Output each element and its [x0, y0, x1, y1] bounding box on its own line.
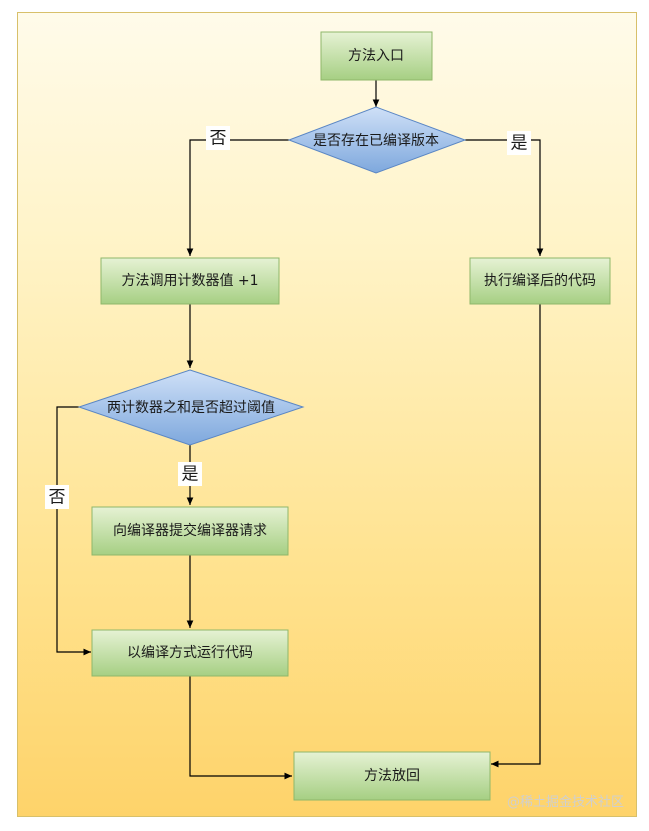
- edge-label-no-1: 否: [206, 126, 230, 150]
- svg-text:是否存在已编译版本: 是否存在已编译版本: [313, 133, 439, 149]
- svg-text:是: 是: [511, 134, 528, 154]
- svg-text:否: 否: [210, 129, 227, 149]
- svg-text:以编译方式运行代码: 以编译方式运行代码: [127, 645, 253, 661]
- edge-check-no: [186, 139, 289, 256]
- svg-text:两计数器之和是否超过阈值: 两计数器之和是否超过阈值: [107, 400, 275, 416]
- watermark-text: @稀土掘金技术社区: [507, 794, 624, 810]
- svg-text:是: 是: [182, 465, 199, 485]
- svg-text:方法放回: 方法放回: [364, 768, 420, 784]
- edge-compiled-to-return: [491, 304, 541, 768]
- edge-threshold-no: [56, 406, 91, 656]
- node-run-compiled-code: 执行编译后的代码: [469, 257, 611, 305]
- node-increment-counter: 方法调用计数器值 +1: [100, 257, 280, 305]
- svg-text:否: 否: [49, 488, 66, 508]
- edge-run-to-return: [189, 676, 292, 780]
- svg-text:向编译器提交编译器请求: 向编译器提交编译器请求: [113, 522, 267, 539]
- svg-text:方法调用计数器值 +1: 方法调用计数器值 +1: [121, 273, 258, 289]
- edge-check-yes: [465, 139, 544, 256]
- node-check-compiled-version: 是否存在已编译版本: [287, 106, 467, 174]
- edge-label-yes-1: 是: [507, 131, 531, 155]
- svg-text:执行编译后的代码: 执行编译后的代码: [484, 273, 596, 289]
- edge-label-no-2: 否: [45, 485, 69, 509]
- edge-label-yes-2: 是: [178, 462, 202, 486]
- node-run-code: 以编译方式运行代码: [91, 629, 289, 677]
- svg-text:方法入口: 方法入口: [348, 48, 404, 64]
- node-threshold-check: 两计数器之和是否超过阈值: [77, 369, 305, 446]
- node-method-entry: 方法入口: [320, 31, 433, 81]
- node-submit-compile-request: 向编译器提交编译器请求: [91, 506, 289, 556]
- node-method-return: 方法放回: [293, 751, 491, 801]
